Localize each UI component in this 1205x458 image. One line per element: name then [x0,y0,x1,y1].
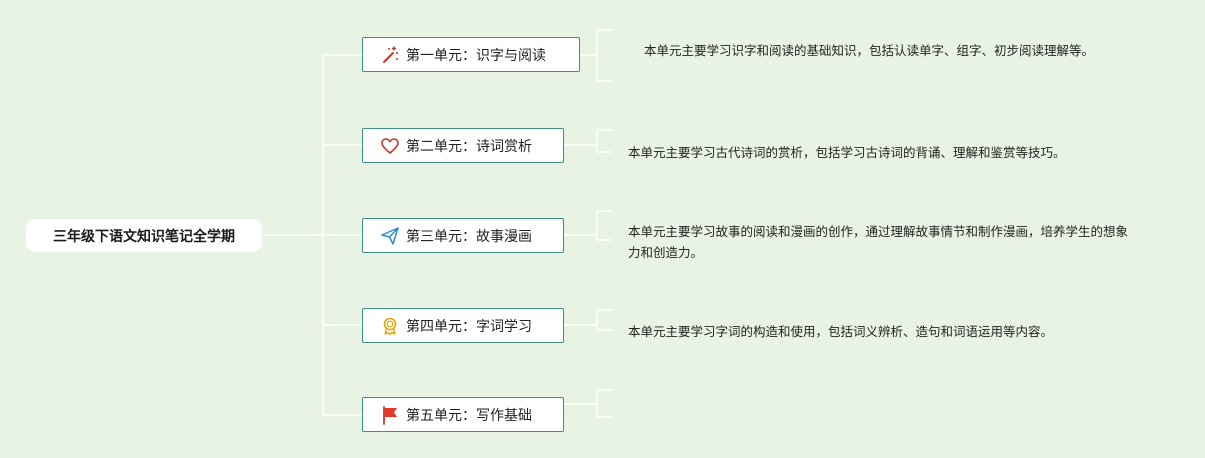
root-topic-label: 三年级下语文知识笔记全学期 [53,228,235,245]
unit-4-label: 第四单元：字词学习 [406,318,532,335]
unit-4-description: 本单元主要学习字词的构造和使用，包括词义辨析、造句和词语运用等内容。 [628,324,1054,339]
unit-5-label: 第五单元：写作基础 [406,407,532,424]
unit-3-node[interactable]: 第三单元：故事漫画 [362,218,564,253]
award-medal-icon [380,316,400,336]
paper-plane-icon [380,226,400,246]
unit-3-description: 本单元主要学习故事的阅读和漫画的创作，通过理解故事情节和制作漫画，培养学生的想象… [628,224,1129,260]
unit-2-node[interactable]: 第二单元：诗词赏析 [362,128,564,163]
unit-2-label: 第二单元：诗词赏析 [406,138,532,155]
unit-1-node[interactable]: 第一单元：识字与阅读 [362,37,580,72]
unit-1-label: 第一单元：识字与阅读 [406,47,546,64]
unit-4-node[interactable]: 第四单元：字词学习 [362,308,564,343]
unit-1-description: 本单元主要学习识字和阅读的基础知识，包括认读单字、组字、初步阅读理解等。 [644,43,1095,58]
heart-icon [380,136,400,156]
unit-3-label: 第三单元：故事漫画 [406,228,532,245]
red-flag-icon [380,405,400,425]
magic-wand-icon [380,45,400,65]
unit-5-node[interactable]: 第五单元：写作基础 [362,397,564,432]
unit-2-description: 本单元主要学习古代诗词的赏析，包括学习古诗词的背诵、理解和鉴赏等技巧。 [628,145,1066,160]
root-topic[interactable]: 三年级下语文知识笔记全学期 [26,219,262,252]
